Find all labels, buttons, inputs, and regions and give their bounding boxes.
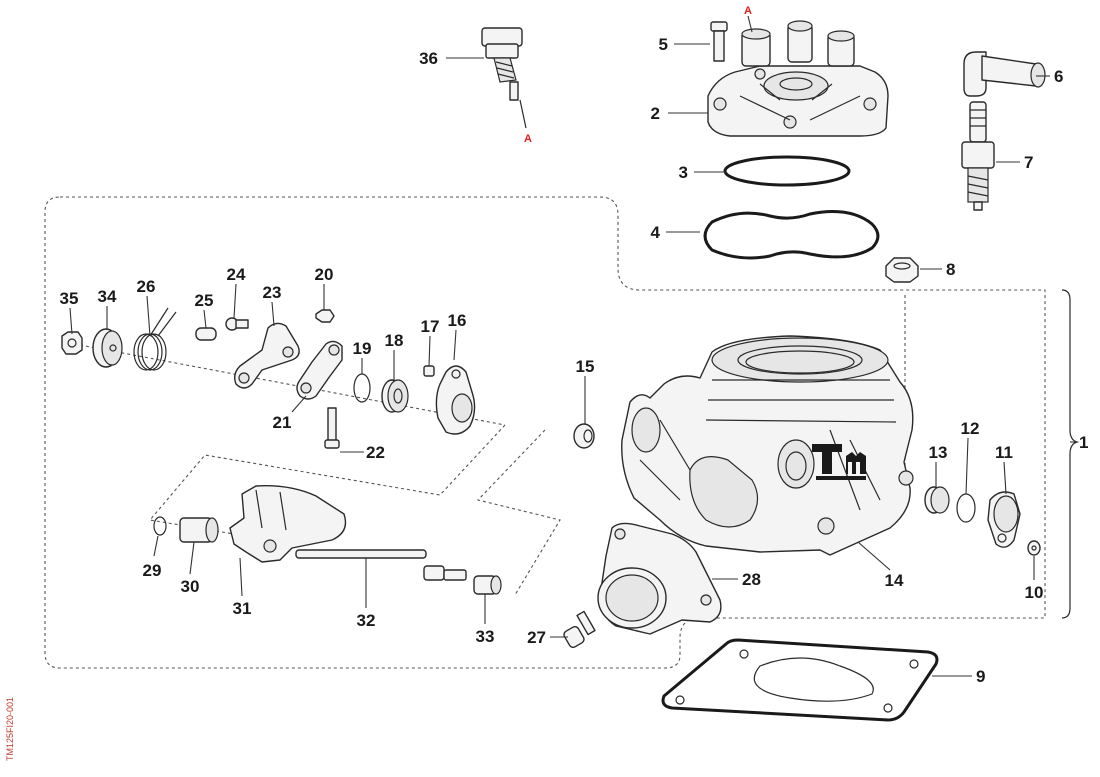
- part-15-seal: [573, 423, 595, 449]
- part-14-cylinder: [621, 335, 914, 556]
- part-29-circlip: [153, 516, 167, 536]
- part-19-circlip: [353, 373, 371, 403]
- leader-lines: [69, 43, 1076, 677]
- part-34-cap: [92, 328, 123, 368]
- part-18-bushing: [381, 379, 409, 413]
- callout-28: 28: [742, 570, 761, 589]
- callout-7: 7: [1024, 153, 1033, 172]
- callout-24: 24: [227, 265, 246, 284]
- part-6-spark-plug-cap: [963, 51, 1046, 97]
- connection-marker-sensor: A: [524, 133, 532, 145]
- part-16-valve-housing: [435, 365, 476, 435]
- callout-14: 14: [885, 571, 904, 590]
- part-10-washer: [1027, 540, 1041, 556]
- part-20-nut: [315, 309, 335, 323]
- part-7-spark-plug: [961, 101, 995, 211]
- part-27-screw: [563, 610, 596, 649]
- callout-6: 6: [1054, 67, 1063, 86]
- connection-marker-head: A: [744, 5, 752, 17]
- assembly-bracket: [1061, 289, 1080, 619]
- part-5-screw: [710, 21, 728, 62]
- callout-8: 8: [946, 260, 955, 279]
- callout-2: 2: [651, 104, 660, 123]
- callout-10: 10: [1025, 583, 1044, 602]
- part-8-nut: [885, 257, 919, 283]
- drawing-reference-code: TM125FI20-001: [2, 690, 15, 770]
- part-33-bushing: [473, 575, 502, 595]
- part-3-o-ring: [723, 155, 851, 187]
- callout-32: 32: [357, 611, 376, 630]
- part-26-spring: [133, 307, 177, 371]
- callout-26: 26: [137, 277, 156, 296]
- callout-33: 33: [476, 627, 495, 646]
- part-23-lever: [233, 322, 300, 389]
- callout-36: 36: [419, 49, 438, 68]
- part-35-nut: [61, 331, 83, 355]
- callout-labels: 36 5 2 6 7 3 4 8 1 35 34 26 25 24 23 20 …: [60, 35, 1089, 686]
- callout-5: 5: [659, 35, 668, 54]
- callout-23: 23: [263, 283, 282, 302]
- part-17-screw: [423, 365, 435, 377]
- part-25-pin: [195, 327, 217, 341]
- reference-code-text: TM125FI20-001: [5, 696, 15, 762]
- callout-12: 12: [961, 419, 980, 438]
- callout-19: 19: [353, 339, 372, 358]
- callout-18: 18: [385, 331, 404, 350]
- callout-30: 30: [181, 577, 200, 596]
- callout-17: 17: [421, 317, 440, 336]
- part-12-o-ring: [956, 493, 976, 523]
- part-22-bolt: [324, 407, 340, 449]
- brand-logo: [812, 444, 866, 480]
- part-24-screw: [225, 317, 249, 331]
- part-28-intake-manifold: [597, 522, 722, 635]
- callout-13: 13: [929, 443, 948, 462]
- callout-9: 9: [976, 667, 985, 686]
- part-11-cover: [987, 491, 1021, 548]
- part-30-bushing: [179, 517, 219, 543]
- callout-1: 1: [1079, 433, 1088, 452]
- callout-4: 4: [651, 223, 661, 242]
- callout-35: 35: [60, 289, 79, 308]
- callout-3: 3: [679, 163, 688, 182]
- part-36-temperature-sensor: [481, 27, 527, 129]
- callout-16: 16: [448, 311, 467, 330]
- part-9-base-gasket: [661, 638, 939, 722]
- part-4-head-gasket: [703, 210, 880, 260]
- callout-29: 29: [143, 561, 162, 580]
- part-13-bushing: [924, 486, 950, 514]
- part-31-valve-lever: [229, 485, 347, 563]
- callout-34: 34: [98, 287, 117, 306]
- callout-15: 15: [576, 357, 595, 376]
- callout-21: 21: [273, 413, 292, 432]
- callout-11: 11: [995, 443, 1013, 462]
- part-2-cylinder-head: [707, 20, 889, 137]
- callout-31: 31: [233, 599, 252, 618]
- callout-20: 20: [315, 265, 334, 284]
- callout-22: 22: [366, 443, 385, 462]
- callout-27: 27: [527, 628, 546, 647]
- part-21-rocker-arm: [296, 340, 343, 400]
- assembly-boundary: [44, 196, 1046, 669]
- callout-25: 25: [195, 291, 214, 310]
- part-32-shaft: [295, 549, 467, 581]
